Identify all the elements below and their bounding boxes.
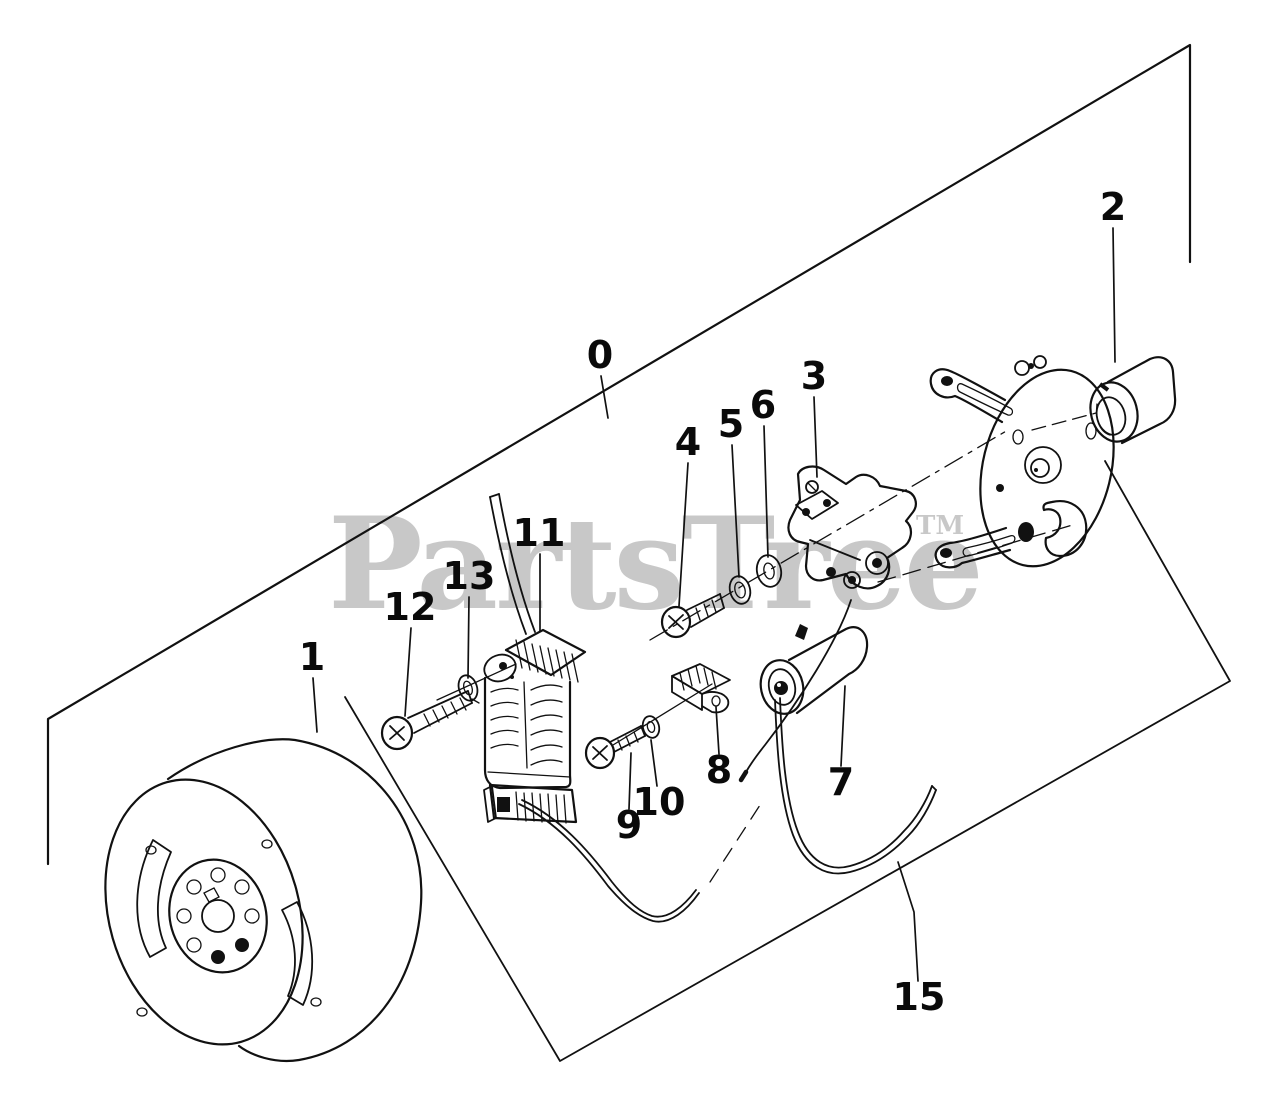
- lock-washer-13: [457, 674, 480, 704]
- group-boundary-frame: [46, 43, 1231, 1062]
- callout-2: 2: [1100, 185, 1126, 363]
- callout-label-13: 13: [443, 554, 496, 598]
- callout-13: 13: [443, 554, 496, 679]
- flywheel: [104, 738, 423, 1062]
- lead-wire-15: [774, 697, 937, 875]
- assembly-axis-lines: [436, 412, 1097, 746]
- callout-label-1: 1: [299, 635, 325, 679]
- callout-label-15: 15: [893, 975, 946, 1019]
- callout-5: 5: [718, 402, 744, 578]
- bushing-2: [1089, 356, 1177, 445]
- callout-label-11: 11: [513, 511, 566, 555]
- callout-10: 10: [633, 739, 686, 824]
- stator-plate: [929, 355, 1115, 569]
- coil-lead-wire: [518, 799, 763, 923]
- watermark-trademark-symbol: TM: [916, 511, 964, 541]
- callout-label-0: 0: [587, 333, 613, 377]
- condenser: [759, 624, 869, 715]
- callout-15: 15: [893, 861, 946, 1019]
- callout-4: 4: [675, 420, 701, 607]
- callout-label-3: 3: [801, 354, 827, 398]
- callout-label-6: 6: [750, 383, 776, 427]
- callout-3: 3: [801, 354, 827, 478]
- callout-11: 11: [513, 511, 566, 632]
- callout-label-12: 12: [384, 585, 437, 629]
- lock-washer-10: [641, 715, 661, 739]
- point-set-screw-4: [660, 593, 725, 639]
- callout-label-10: 10: [633, 780, 686, 824]
- callout-label-7: 7: [828, 760, 854, 804]
- callout-9: 9: [616, 752, 642, 847]
- callout-label-8: 8: [706, 748, 732, 792]
- condenser-screw-9: [584, 725, 646, 770]
- callout-7: 7: [828, 685, 854, 804]
- terminal-clamp-8: [671, 663, 731, 714]
- ignition-coil: [483, 493, 763, 923]
- spark-plug-wire: [489, 493, 536, 635]
- lock-washer-5: [728, 575, 752, 605]
- callout-12: 12: [384, 585, 437, 717]
- callouts: 0 1 2 3 4 5 6 7: [299, 185, 1126, 1019]
- callout-6: 6: [750, 383, 776, 558]
- callout-label-5: 5: [718, 402, 744, 446]
- callout-label-9: 9: [616, 803, 642, 847]
- breaker-point-assembly: [738, 465, 917, 783]
- callout-label-2: 2: [1100, 185, 1126, 229]
- callout-0: 0: [587, 333, 613, 419]
- mounting-screw-12: [380, 690, 473, 751]
- callout-1: 1: [299, 635, 325, 733]
- flat-washer-6: [755, 554, 783, 588]
- callout-8: 8: [706, 706, 732, 792]
- callout-label-4: 4: [675, 420, 701, 464]
